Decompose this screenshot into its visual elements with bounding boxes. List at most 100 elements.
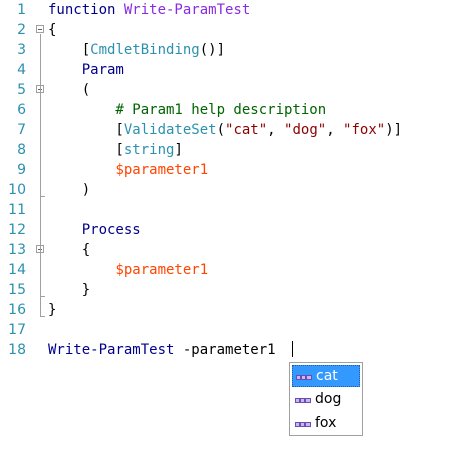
code-text: Write-ParamTest -parameter1 xyxy=(48,340,284,360)
code-text: } xyxy=(48,280,90,300)
code-token: ) xyxy=(48,182,91,198)
code-line[interactable]: 5 ( xyxy=(0,80,450,100)
code-line[interactable]: 14 $parameter1 xyxy=(0,260,450,280)
completion-item-fox[interactable]: fox xyxy=(292,413,360,435)
line-number: 6 xyxy=(17,102,26,118)
code-line[interactable]: 4 Param xyxy=(0,60,450,80)
code-token: string xyxy=(123,142,175,158)
code-token: "fox" xyxy=(343,122,386,138)
code-text: [CmdletBinding()] xyxy=(48,40,225,60)
enum-value-icon xyxy=(295,398,311,403)
code-line[interactable]: 1 function Write-ParamTest xyxy=(0,0,450,20)
outline-guide xyxy=(40,94,41,196)
code-text: function Write-ParamTest xyxy=(48,0,250,20)
code-line[interactable]: 2{ xyxy=(0,20,450,40)
code-token: $parameter1 xyxy=(48,162,209,178)
code-line[interactable]: 17 xyxy=(0,320,450,340)
code-token: function xyxy=(48,2,124,18)
code-line[interactable]: 18 Write-ParamTest -parameter1 xyxy=(0,340,450,360)
code-line[interactable]: 10 ) xyxy=(0,180,450,200)
text-caret xyxy=(292,341,293,357)
code-line[interactable]: 13 { xyxy=(0,240,450,260)
code-token: } xyxy=(48,282,91,298)
code-token: Write-ParamTest xyxy=(123,2,251,18)
line-number: 1 xyxy=(17,2,26,18)
code-token: # Param1 help description xyxy=(48,102,327,118)
fold-toggle-line-2[interactable] xyxy=(36,25,44,33)
code-text: $parameter1 xyxy=(48,260,208,280)
line-number: 13 xyxy=(8,242,26,258)
code-token: Process xyxy=(48,222,141,238)
code-text: { xyxy=(48,240,90,260)
code-line[interactable]: 11 xyxy=(0,200,450,220)
line-number: 5 xyxy=(17,82,26,98)
code-token: -parameter1 xyxy=(174,342,285,358)
code-token: "dog" xyxy=(284,122,327,138)
code-line[interactable]: 7 [ValidateSet("cat", "dog", "fox")] xyxy=(0,120,450,140)
code-token: ValidateSet xyxy=(123,122,217,138)
outline-guide-end xyxy=(40,316,45,317)
completion-item-label: fox xyxy=(315,415,337,431)
code-token: } xyxy=(48,302,57,318)
code-token: Write-ParamTest xyxy=(48,342,175,358)
outline-guide xyxy=(40,254,41,296)
outline-guide-end xyxy=(40,196,45,197)
code-token: ] xyxy=(174,142,183,158)
code-token: ( xyxy=(48,82,91,98)
line-number: 12 xyxy=(8,222,26,238)
code-token: [ xyxy=(48,122,124,138)
code-line[interactable]: 9 $parameter1 xyxy=(0,160,450,180)
code-token: , xyxy=(326,122,344,138)
code-token: { xyxy=(48,242,91,258)
code-token: ( xyxy=(216,122,226,138)
code-line[interactable]: 12 Process xyxy=(0,220,450,240)
enum-value-icon xyxy=(296,375,312,380)
code-text: [ValidateSet("cat", "dog", "fox")] xyxy=(48,120,402,140)
code-token: , xyxy=(267,122,285,138)
line-number: 8 xyxy=(17,142,26,158)
code-token: [ xyxy=(48,42,91,58)
line-number: 3 xyxy=(17,42,26,58)
line-number: 7 xyxy=(17,122,26,138)
code-token: )] xyxy=(385,122,403,138)
code-line[interactable]: 8 [string] xyxy=(0,140,450,160)
code-text: ( xyxy=(48,80,90,100)
code-token: ()] xyxy=(199,42,226,58)
line-number: 17 xyxy=(8,322,26,338)
code-token: CmdletBinding xyxy=(90,42,200,58)
code-text: ) xyxy=(48,180,90,200)
line-number: 15 xyxy=(8,282,26,298)
outline-guide-end xyxy=(40,296,45,297)
code-text: { xyxy=(48,20,56,40)
line-number: 9 xyxy=(17,162,26,178)
line-number: 2 xyxy=(17,22,26,38)
code-text: Param xyxy=(48,60,124,80)
code-text: # Param1 help description xyxy=(48,100,326,120)
code-text: $parameter1 xyxy=(48,160,208,180)
code-token: Param xyxy=(48,62,124,78)
intellisense-popup[interactable]: cat dog fox xyxy=(289,362,363,436)
line-number: 4 xyxy=(17,62,26,78)
line-number: 16 xyxy=(8,302,26,318)
code-text: } xyxy=(48,300,56,320)
code-line[interactable]: 15 } xyxy=(0,280,450,300)
completion-item-dog[interactable]: dog xyxy=(292,389,360,411)
code-text: [string] xyxy=(48,140,183,160)
code-token: $parameter1 xyxy=(48,262,209,278)
completion-item-label: dog xyxy=(315,391,342,407)
code-line[interactable]: 3 [CmdletBinding()] xyxy=(0,40,450,60)
line-number: 10 xyxy=(8,182,26,198)
line-number: 18 xyxy=(8,342,26,358)
code-token: { xyxy=(48,22,57,38)
code-line[interactable]: 6 # Param1 help description xyxy=(0,100,450,120)
completion-item-label: cat xyxy=(316,368,338,384)
code-text: Process xyxy=(48,220,141,240)
line-number: 14 xyxy=(8,262,26,278)
code-token: "cat" xyxy=(225,122,268,138)
line-number: 11 xyxy=(8,202,26,218)
code-line[interactable]: 16} xyxy=(0,300,450,320)
enum-value-icon xyxy=(295,422,311,427)
completion-item-cat[interactable]: cat xyxy=(292,365,360,387)
code-token: [ xyxy=(48,142,124,158)
